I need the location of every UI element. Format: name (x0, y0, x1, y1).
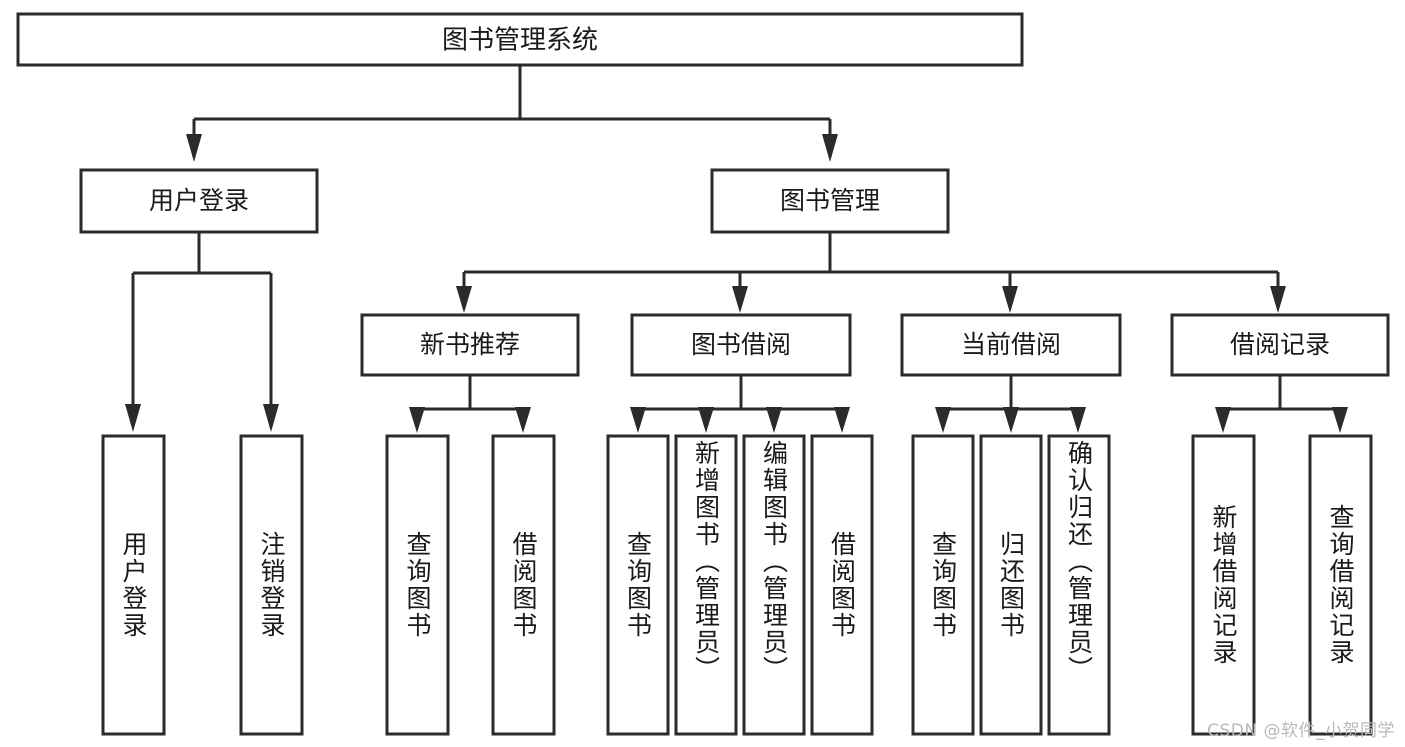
arrow-head-icon (456, 286, 472, 313)
node-book-borrow-label: 图书借阅 (691, 330, 791, 359)
arrow-head-icon (1003, 407, 1019, 433)
arrow-head-icon (822, 134, 838, 162)
connector-group-user-login (125, 232, 279, 432)
arrow-head-icon (1332, 407, 1348, 433)
arrow-head-icon (630, 407, 646, 433)
arrow-head-icon (1070, 407, 1086, 433)
node-book-management[interactable] (710, 168, 950, 234)
node-new-book-recommend[interactable] (360, 313, 580, 377)
arrow-head-icon (732, 286, 748, 313)
leaf-current-borrow-1[interactable] (979, 434, 1043, 736)
node-borrow-record[interactable] (1170, 313, 1390, 377)
connector-group-borrow-record (1215, 375, 1348, 433)
arrow-head-icon (834, 407, 850, 433)
arrow-head-icon (1215, 407, 1231, 433)
node-root-label: 图书管理系统 (442, 26, 598, 56)
arrow-head-icon (1002, 286, 1018, 313)
node-book-borrow[interactable] (630, 313, 852, 377)
arrow-head-icon (515, 407, 531, 433)
node-borrow-record-label: 借阅记录 (1230, 330, 1330, 359)
leaf-new-book-1[interactable] (491, 434, 556, 736)
arrow-head-icon (698, 407, 714, 433)
node-user-login[interactable] (79, 168, 319, 234)
connector-group-current-borrow (935, 375, 1086, 433)
leaf-user-login-1[interactable] (239, 434, 304, 736)
leaf-book-borrow-2[interactable] (742, 434, 806, 736)
leaf-new-book-0[interactable] (385, 434, 450, 736)
connector-group-root (186, 65, 838, 162)
connector-group-book-borrow (630, 375, 850, 433)
arrow-head-icon (766, 407, 782, 433)
leaf-current-borrow-2[interactable] (1047, 434, 1111, 736)
arrow-head-icon (1270, 286, 1286, 313)
node-current-borrow[interactable] (900, 313, 1122, 377)
leaf-user-login-0[interactable] (101, 434, 166, 736)
node-root[interactable] (16, 12, 1024, 67)
arrow-head-icon (409, 407, 425, 433)
leaf-book-borrow-1[interactable] (674, 434, 738, 736)
connector-group-new-book (409, 375, 531, 433)
leaf-current-borrow-0[interactable] (911, 434, 975, 736)
leaf-borrow-record-1[interactable] (1308, 434, 1373, 736)
arrow-head-icon (186, 134, 202, 162)
leaf-borrow-record-0[interactable] (1191, 434, 1256, 736)
watermark-text: CSDN @软件_小贺同学 (1207, 721, 1395, 741)
arrow-head-icon (125, 404, 141, 432)
arrow-head-icon (935, 407, 951, 433)
leaf-book-borrow-0[interactable] (606, 434, 670, 736)
node-new-book-recommend-label: 新书推荐 (420, 330, 520, 359)
leaf-book-borrow-3[interactable] (810, 434, 874, 736)
node-book-management-label: 图书管理 (780, 186, 880, 215)
node-user-login-label: 用户登录 (149, 186, 249, 215)
node-current-borrow-label: 当前借阅 (961, 330, 1061, 359)
arrow-head-icon (263, 404, 279, 432)
connector-group-book-mgmt (456, 232, 1286, 313)
